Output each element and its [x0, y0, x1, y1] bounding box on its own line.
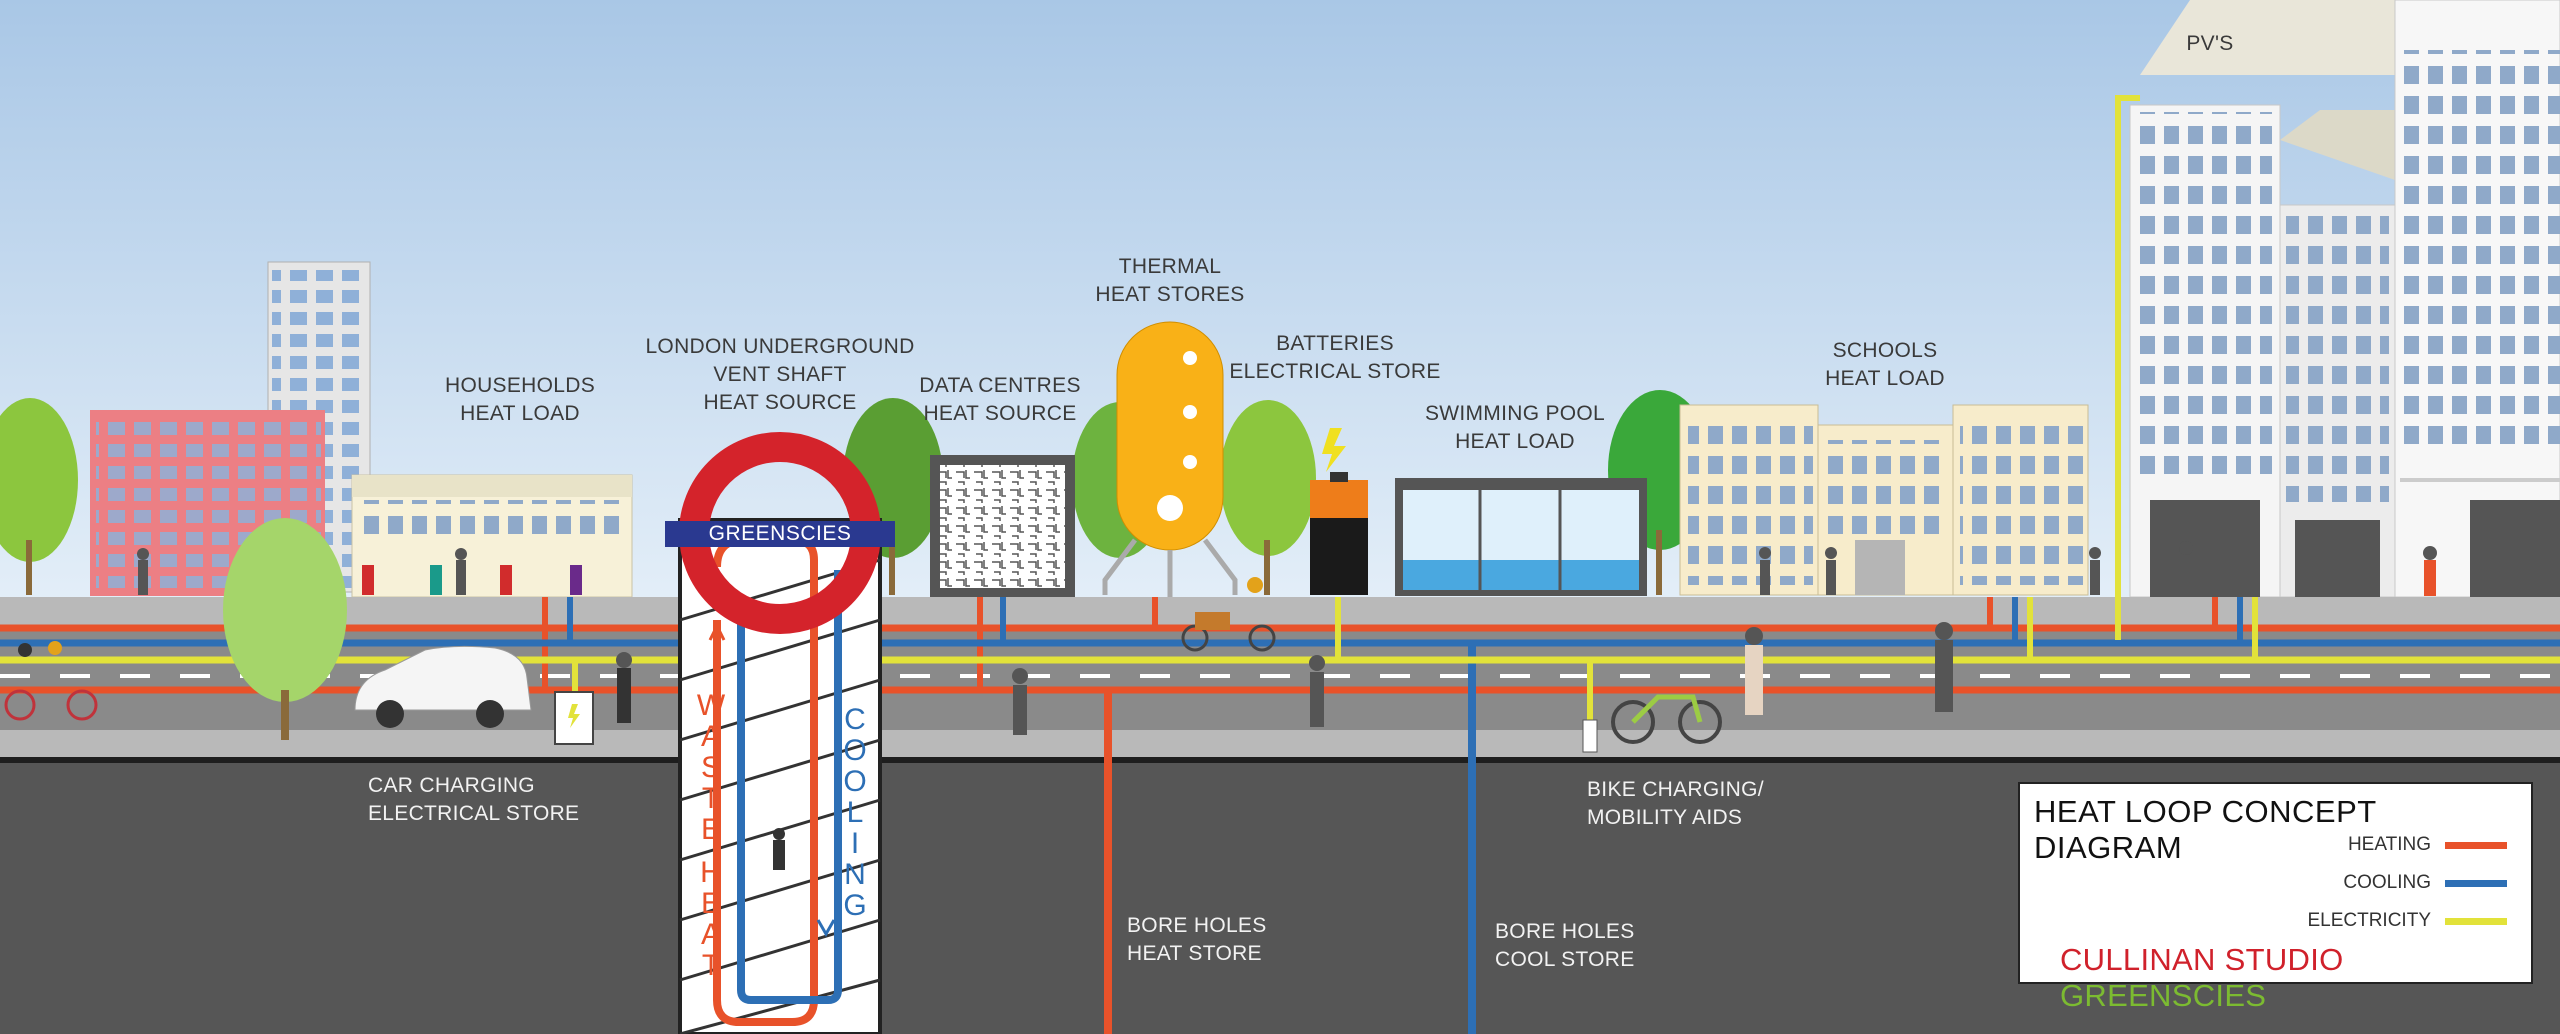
- tree-mid-c: [1220, 400, 1316, 595]
- cargo-bike: [1181, 577, 1276, 652]
- pv-panels-right: [2280, 110, 2395, 180]
- legend-credit: CULLINAN STUDIO GREENSCIES: [2060, 942, 2531, 1014]
- legend-cooling: COOLING: [2343, 868, 2507, 898]
- data-centre-building: [930, 455, 1075, 598]
- cooling-letter: O: [843, 765, 867, 798]
- thermal-heat-store: [1102, 321, 1238, 598]
- waste-heat-letter: T: [701, 949, 721, 982]
- pv-panels: [2140, 0, 2395, 75]
- legend-electricity-swatch: [2445, 917, 2507, 925]
- legend-electricity: ELECTRICITY: [2307, 906, 2507, 936]
- legend-heating-swatch: [2445, 841, 2507, 849]
- legend-title: HEAT LOOP CONCEPT DIAGRAM: [2034, 794, 2377, 865]
- electric-car: [354, 645, 532, 728]
- car-charger: [554, 691, 594, 745]
- cooling-loop: [0, 597, 2560, 1034]
- legend-electricity-label: ELECTRICITY: [2307, 910, 2431, 931]
- office-towers: [2129, 0, 2560, 598]
- cooling-letter: I: [850, 827, 860, 860]
- waste-heat-letter: E: [700, 813, 721, 846]
- waste-heat-letter: S: [700, 751, 721, 784]
- waste-heat-letter: A: [700, 720, 721, 753]
- swimming-pool-building: [1395, 478, 1647, 596]
- waste-heat-letter: W: [696, 689, 726, 722]
- pedestrians: [137, 541, 2437, 735]
- waste-heat-letter: E: [700, 887, 721, 920]
- cyclists: [4, 641, 98, 721]
- pv-label: PV'S: [2186, 32, 2234, 55]
- underground-roundel: [665, 432, 895, 634]
- bike-charging-label: BIKE CHARGING/MOBILITY AIDS: [1587, 778, 1764, 829]
- roundel-text: GREENSCIES: [708, 522, 852, 545]
- credit-greenscies: GREENSCIES: [2060, 978, 2267, 1013]
- battery-store: [1310, 428, 1368, 595]
- cooling-letter: N: [844, 858, 866, 891]
- cooling-letter: O: [843, 734, 867, 767]
- waste-heat-letter: T: [701, 782, 721, 815]
- credit-cullinan: CULLINAN STUDIO: [2060, 942, 2344, 977]
- school-buildings: [1679, 404, 2089, 596]
- legend: HEAT LOOP CONCEPT DIAGRAM HEATING COOLIN…: [2018, 782, 2533, 1013]
- cooling-letter: C: [844, 703, 866, 736]
- terrace-houses: [351, 474, 633, 598]
- cooling-letter: G: [843, 889, 867, 922]
- waste-heat-letter: H: [700, 856, 722, 889]
- bike-charging-station: [1582, 694, 1722, 753]
- tree-left: [0, 398, 78, 595]
- tree-foreground: [223, 518, 347, 740]
- legend-heating: HEATING: [2348, 830, 2507, 860]
- cooling-letter: L: [846, 796, 864, 829]
- legend-cooling-label: COOLING: [2343, 872, 2431, 893]
- pavement-upper: [0, 597, 2560, 625]
- pavement-lower: [0, 730, 2560, 758]
- legend-heating-label: HEATING: [2347, 834, 2431, 855]
- legend-cooling-swatch: [2445, 879, 2507, 887]
- waste-heat-letter: A: [700, 918, 721, 951]
